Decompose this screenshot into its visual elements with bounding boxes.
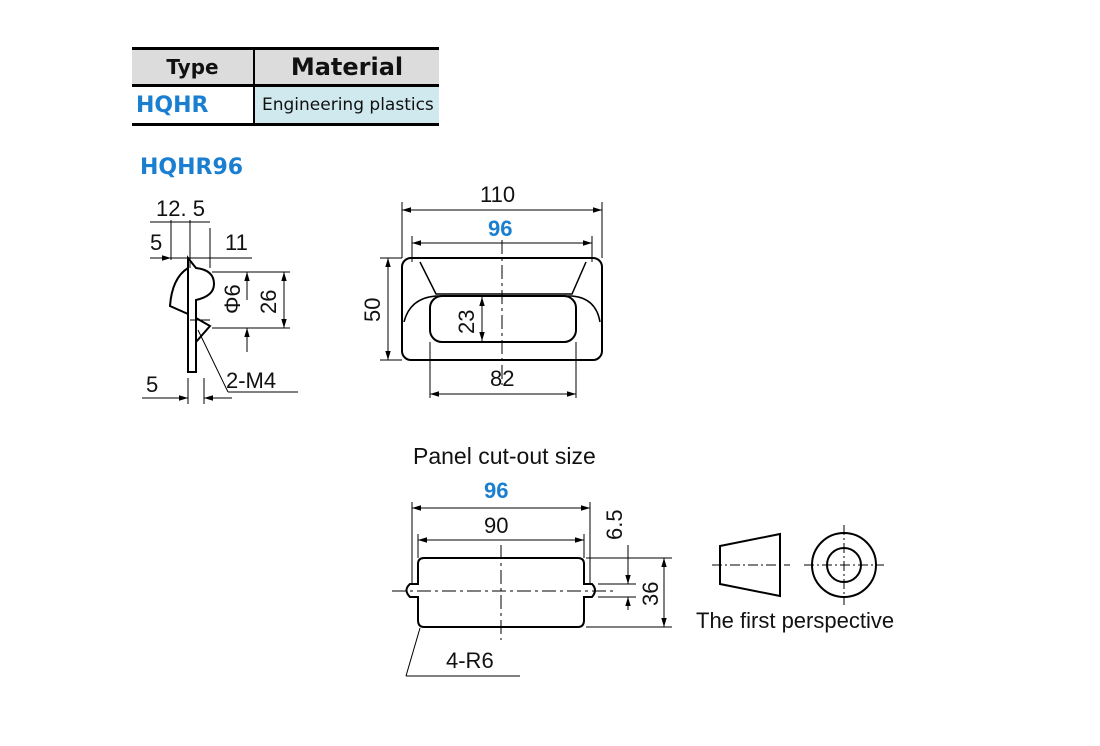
dim-26: 26 — [256, 290, 281, 314]
dim-110: 110 — [480, 182, 515, 207]
radius-label: 4-R6 — [446, 648, 494, 673]
thread-label: 2-M4 — [226, 368, 276, 393]
cutout-dim-96: 96 — [484, 478, 508, 503]
model-title: HQHR96 — [140, 155, 244, 180]
dim-12-5: 12. 5 — [156, 196, 205, 221]
cutout-dim-36: 36 — [638, 582, 663, 606]
dim-50: 50 — [360, 298, 385, 322]
type-value: HQHR — [132, 85, 255, 126]
projection-symbol — [712, 525, 884, 605]
dim-5-bottom: 5 — [146, 372, 158, 397]
projection-label: The first perspective — [696, 608, 894, 633]
front-view — [380, 202, 603, 398]
dim-11: 11 — [225, 230, 248, 255]
material-header: Material — [254, 47, 439, 87]
spec-table: Type Material HQHR Engineering plastics — [132, 47, 439, 126]
cutout-title: Panel cut-out size — [413, 443, 596, 469]
dim-23: 23 — [454, 310, 479, 334]
cutout-dim-6-5: 6.5 — [602, 509, 627, 540]
side-view — [142, 220, 298, 404]
panel-cutout — [392, 502, 672, 677]
dim-5-top: 5 — [150, 230, 162, 255]
material-value: Engineering plastics — [254, 85, 439, 126]
dim-96: 96 — [488, 216, 512, 241]
dim-phi6: Φ6 — [220, 284, 245, 314]
type-header: Type — [132, 47, 255, 87]
cutout-dim-90: 90 — [484, 513, 508, 538]
dim-82: 82 — [490, 366, 514, 391]
